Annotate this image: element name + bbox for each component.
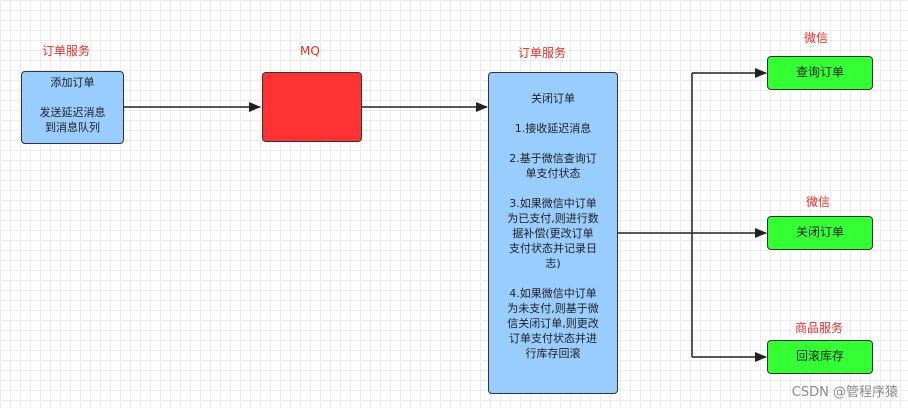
close-order-detail-box[interactable]: 关闭订单 1.接收延迟消息 2.基于微信查询订 单支付状态 3.如果微信中订单 … <box>488 72 618 394</box>
close-step-4-line: 订单支付状态并进 <box>509 332 597 345</box>
close-step-4-line: 4.如果微信中订单 <box>509 287 597 300</box>
close-step-2-line: 单支付状态 <box>525 167 581 180</box>
close-step-4: 4.如果微信中订单 为未支付,则基于微 信关闭订单,则更改 订单支付状态并进 行… <box>489 286 617 361</box>
rollback-stock-label: 回滚库存 <box>795 349 844 363</box>
rollback-stock-box[interactable]: 回滚库存 <box>767 340 873 374</box>
label-mq: MQ <box>300 44 320 58</box>
query-order-label: 查询订单 <box>795 65 844 79</box>
close-step-4-line: 行库存回滚 <box>525 347 581 360</box>
query-order-box[interactable]: 查询订单 <box>767 56 873 90</box>
close-step-3-line: 据补偿(更改订单 <box>512 227 594 240</box>
close-step-4-line: 信关闭订单,则更改 <box>507 317 599 330</box>
close-order-label: 关闭订单 <box>795 225 844 239</box>
add-order-line-2: 到消息队列 <box>45 121 100 134</box>
close-step-3-line: 支付状态并记录日 <box>509 242 597 255</box>
csdn-watermark: CSDN @管程序猿 <box>791 385 898 400</box>
close-step-3-line: 3.如果微信中订单 <box>509 197 597 210</box>
close-order-box[interactable]: 关闭订单 <box>767 216 873 250</box>
label-wechat-mid: 微信 <box>806 195 831 209</box>
close-step-3-line: 志) <box>545 257 561 270</box>
close-step-3: 3.如果微信中订单 为已支付,则进行数 据补偿(更改订单 支付状态并记录日 志) <box>489 196 617 271</box>
close-step-4-line: 为未支付,则基于微 <box>507 302 599 315</box>
label-order-service-left: 订单服务 <box>42 44 91 58</box>
close-order-title: 关闭订单 <box>531 92 575 105</box>
close-step-3-line: 为已支付,则进行数 <box>507 212 599 225</box>
add-order-title: 添加订单 <box>50 76 95 89</box>
add-order-box[interactable]: 添加订单 发送延迟消息 到消息队列 <box>21 71 124 144</box>
mq-box[interactable] <box>262 72 362 142</box>
label-order-service-mid: 订单服务 <box>518 46 567 60</box>
close-step-2-line: 2.基于微信查询订 <box>509 152 597 165</box>
add-order-line-1: 发送延迟消息 <box>39 106 106 119</box>
label-product-service: 商品服务 <box>795 321 844 335</box>
label-wechat-top: 微信 <box>804 31 829 45</box>
close-step-1: 1.接收延迟消息 <box>514 122 592 135</box>
close-step-2: 2.基于微信查询订 单支付状态 <box>489 151 617 181</box>
